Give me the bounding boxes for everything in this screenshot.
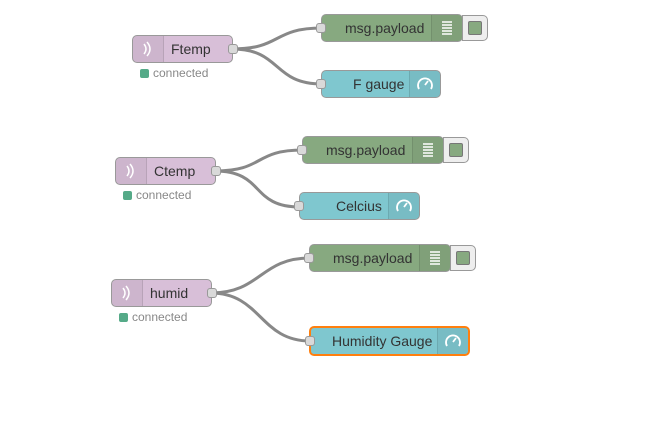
wire[interactable]: [231, 47, 323, 86]
gauge-node[interactable]: Humidity Gauge: [305, 326, 470, 356]
output-port[interactable]: [228, 44, 238, 54]
debug-node[interactable]: msg.payload: [297, 136, 444, 164]
gauge-icon: [409, 71, 440, 97]
node-status: connected: [123, 189, 191, 202]
status-dot-icon: [123, 191, 132, 200]
wire[interactable]: [231, 26, 323, 51]
node-label: msg.payload: [345, 20, 425, 36]
node-label: Ftemp: [171, 41, 211, 57]
gauge-icon: [437, 328, 468, 354]
status-text: connected: [153, 66, 209, 80]
wire[interactable]: [214, 148, 304, 173]
gauge-node[interactable]: F gauge: [316, 70, 441, 98]
mqtt-icon: [112, 280, 143, 306]
node-label: msg.payload: [326, 142, 406, 158]
wire[interactable]: [214, 169, 301, 209]
node-status: connected: [140, 67, 208, 80]
list-icon: [412, 137, 443, 163]
output-port[interactable]: [207, 288, 217, 298]
mqtt-in-node[interactable]: humid: [111, 279, 217, 307]
wire[interactable]: [210, 256, 311, 295]
input-port[interactable]: [294, 201, 304, 211]
node-label: humid: [150, 285, 189, 301]
list-icon: [419, 245, 450, 271]
list-icon: [431, 15, 462, 41]
output-port[interactable]: [211, 166, 221, 176]
input-port[interactable]: [304, 253, 314, 263]
gauge-icon: [388, 193, 419, 219]
input-port[interactable]: [316, 23, 326, 33]
input-port[interactable]: [316, 79, 326, 89]
node-label: Celcius: [336, 198, 382, 214]
mqtt-icon: [133, 36, 164, 62]
status-text: connected: [132, 310, 188, 324]
input-port[interactable]: [305, 336, 315, 346]
debug-node[interactable]: msg.payload: [316, 14, 463, 42]
node-label: F gauge: [353, 76, 405, 92]
node-label: Ctemp: [154, 163, 196, 179]
mqtt-icon: [116, 158, 147, 184]
node-label: Humidity Gauge: [332, 333, 433, 349]
wire[interactable]: [210, 291, 311, 343]
input-port[interactable]: [297, 145, 307, 155]
mqtt-in-node[interactable]: Ctemp: [115, 157, 221, 185]
mqtt-in-node[interactable]: Ftemp: [132, 35, 238, 63]
node-status: connected: [119, 311, 187, 324]
status-text: connected: [136, 188, 192, 202]
debug-toggle-button[interactable]: [443, 137, 469, 163]
debug-toggle-button[interactable]: [462, 15, 488, 41]
gauge-node[interactable]: Celcius: [294, 192, 420, 220]
status-dot-icon: [119, 313, 128, 322]
debug-toggle-button[interactable]: [450, 245, 476, 271]
node-label: msg.payload: [333, 250, 413, 266]
status-dot-icon: [140, 69, 149, 78]
debug-node[interactable]: msg.payload: [304, 244, 451, 272]
